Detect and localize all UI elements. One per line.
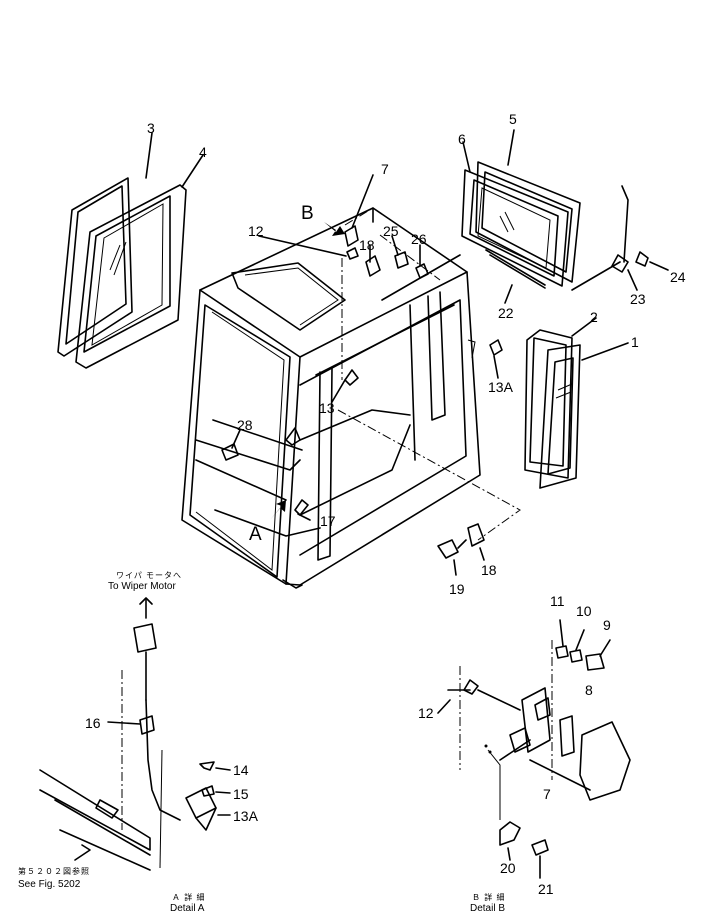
part-label-5: 5 [509, 111, 517, 127]
part-label-28: 28 [237, 417, 253, 433]
part-label-17: 16 [85, 715, 101, 731]
part-label-15: 14 [233, 762, 249, 778]
part-label-27: 26 [411, 231, 427, 247]
wiper-note-en: To Wiper Motor [108, 581, 176, 592]
cab-frame [181, 207, 481, 589]
part-label-6: 6 [458, 131, 466, 147]
left-window-assembly [57, 132, 204, 369]
part-label-25: 24 [670, 269, 686, 285]
right-upper-window-assembly [461, 129, 581, 304]
part-label-21: 20 [500, 860, 516, 876]
part-label-26: 25 [383, 223, 399, 239]
part-label-9: 9 [603, 617, 611, 633]
cab-top-parts [231, 174, 503, 521]
see-fig-note-jp: 第５２０２図参照 [18, 867, 90, 876]
part-label-8: 8 [585, 682, 593, 698]
detail-b [437, 619, 631, 879]
view-arrows [270, 222, 345, 520]
part-label-20: 19 [449, 581, 465, 597]
detail-a [39, 597, 231, 871]
part-label-12-top: 12 [248, 223, 264, 239]
part-label-10: 10 [576, 603, 592, 619]
part-label-1: 1 [631, 334, 639, 350]
part-label-3: 3 [147, 120, 155, 136]
detail-a-caption-jp: Ａ 詳 細 [172, 893, 206, 902]
right-lower-window-assembly [524, 317, 629, 489]
detail-b-caption-en: Detail B [470, 903, 506, 914]
bottom-fasteners [437, 523, 485, 576]
wiper-assembly [571, 185, 669, 291]
part-label-22: 21 [538, 881, 554, 897]
detail-a-caption-en: Detail A [170, 903, 205, 914]
part-label-13: 13 [319, 400, 335, 416]
part-label-14: 13A [233, 808, 258, 824]
see-fig-note-en: See Fig. 5202 [18, 879, 81, 890]
part-label-19-top: 18 [359, 237, 375, 253]
view-marker-b: B [301, 203, 314, 224]
part-label-7-detail: 7 [543, 786, 551, 802]
part-label-19-bottom: 18 [481, 562, 497, 578]
view-marker-a: A [249, 524, 262, 545]
wiper-note-jp: ワイパ モータへ [116, 571, 183, 580]
part-label-7-top: 7 [381, 161, 389, 177]
part-label-13A: 13A [488, 379, 513, 395]
part-label-12-detail: 12 [418, 705, 434, 721]
part-label-23: 22 [498, 305, 514, 321]
detail-b-caption-jp: Ｂ 詳 細 [472, 893, 506, 902]
cab-dash-lines [337, 207, 521, 541]
part-label-18: 17 [320, 513, 336, 529]
part-label-2: 2 [590, 309, 598, 325]
part-label-16: 15 [233, 786, 249, 802]
part-label-11: 11 [550, 593, 565, 609]
part-label-24: 23 [630, 291, 646, 307]
part-label-4: 4 [199, 144, 207, 160]
